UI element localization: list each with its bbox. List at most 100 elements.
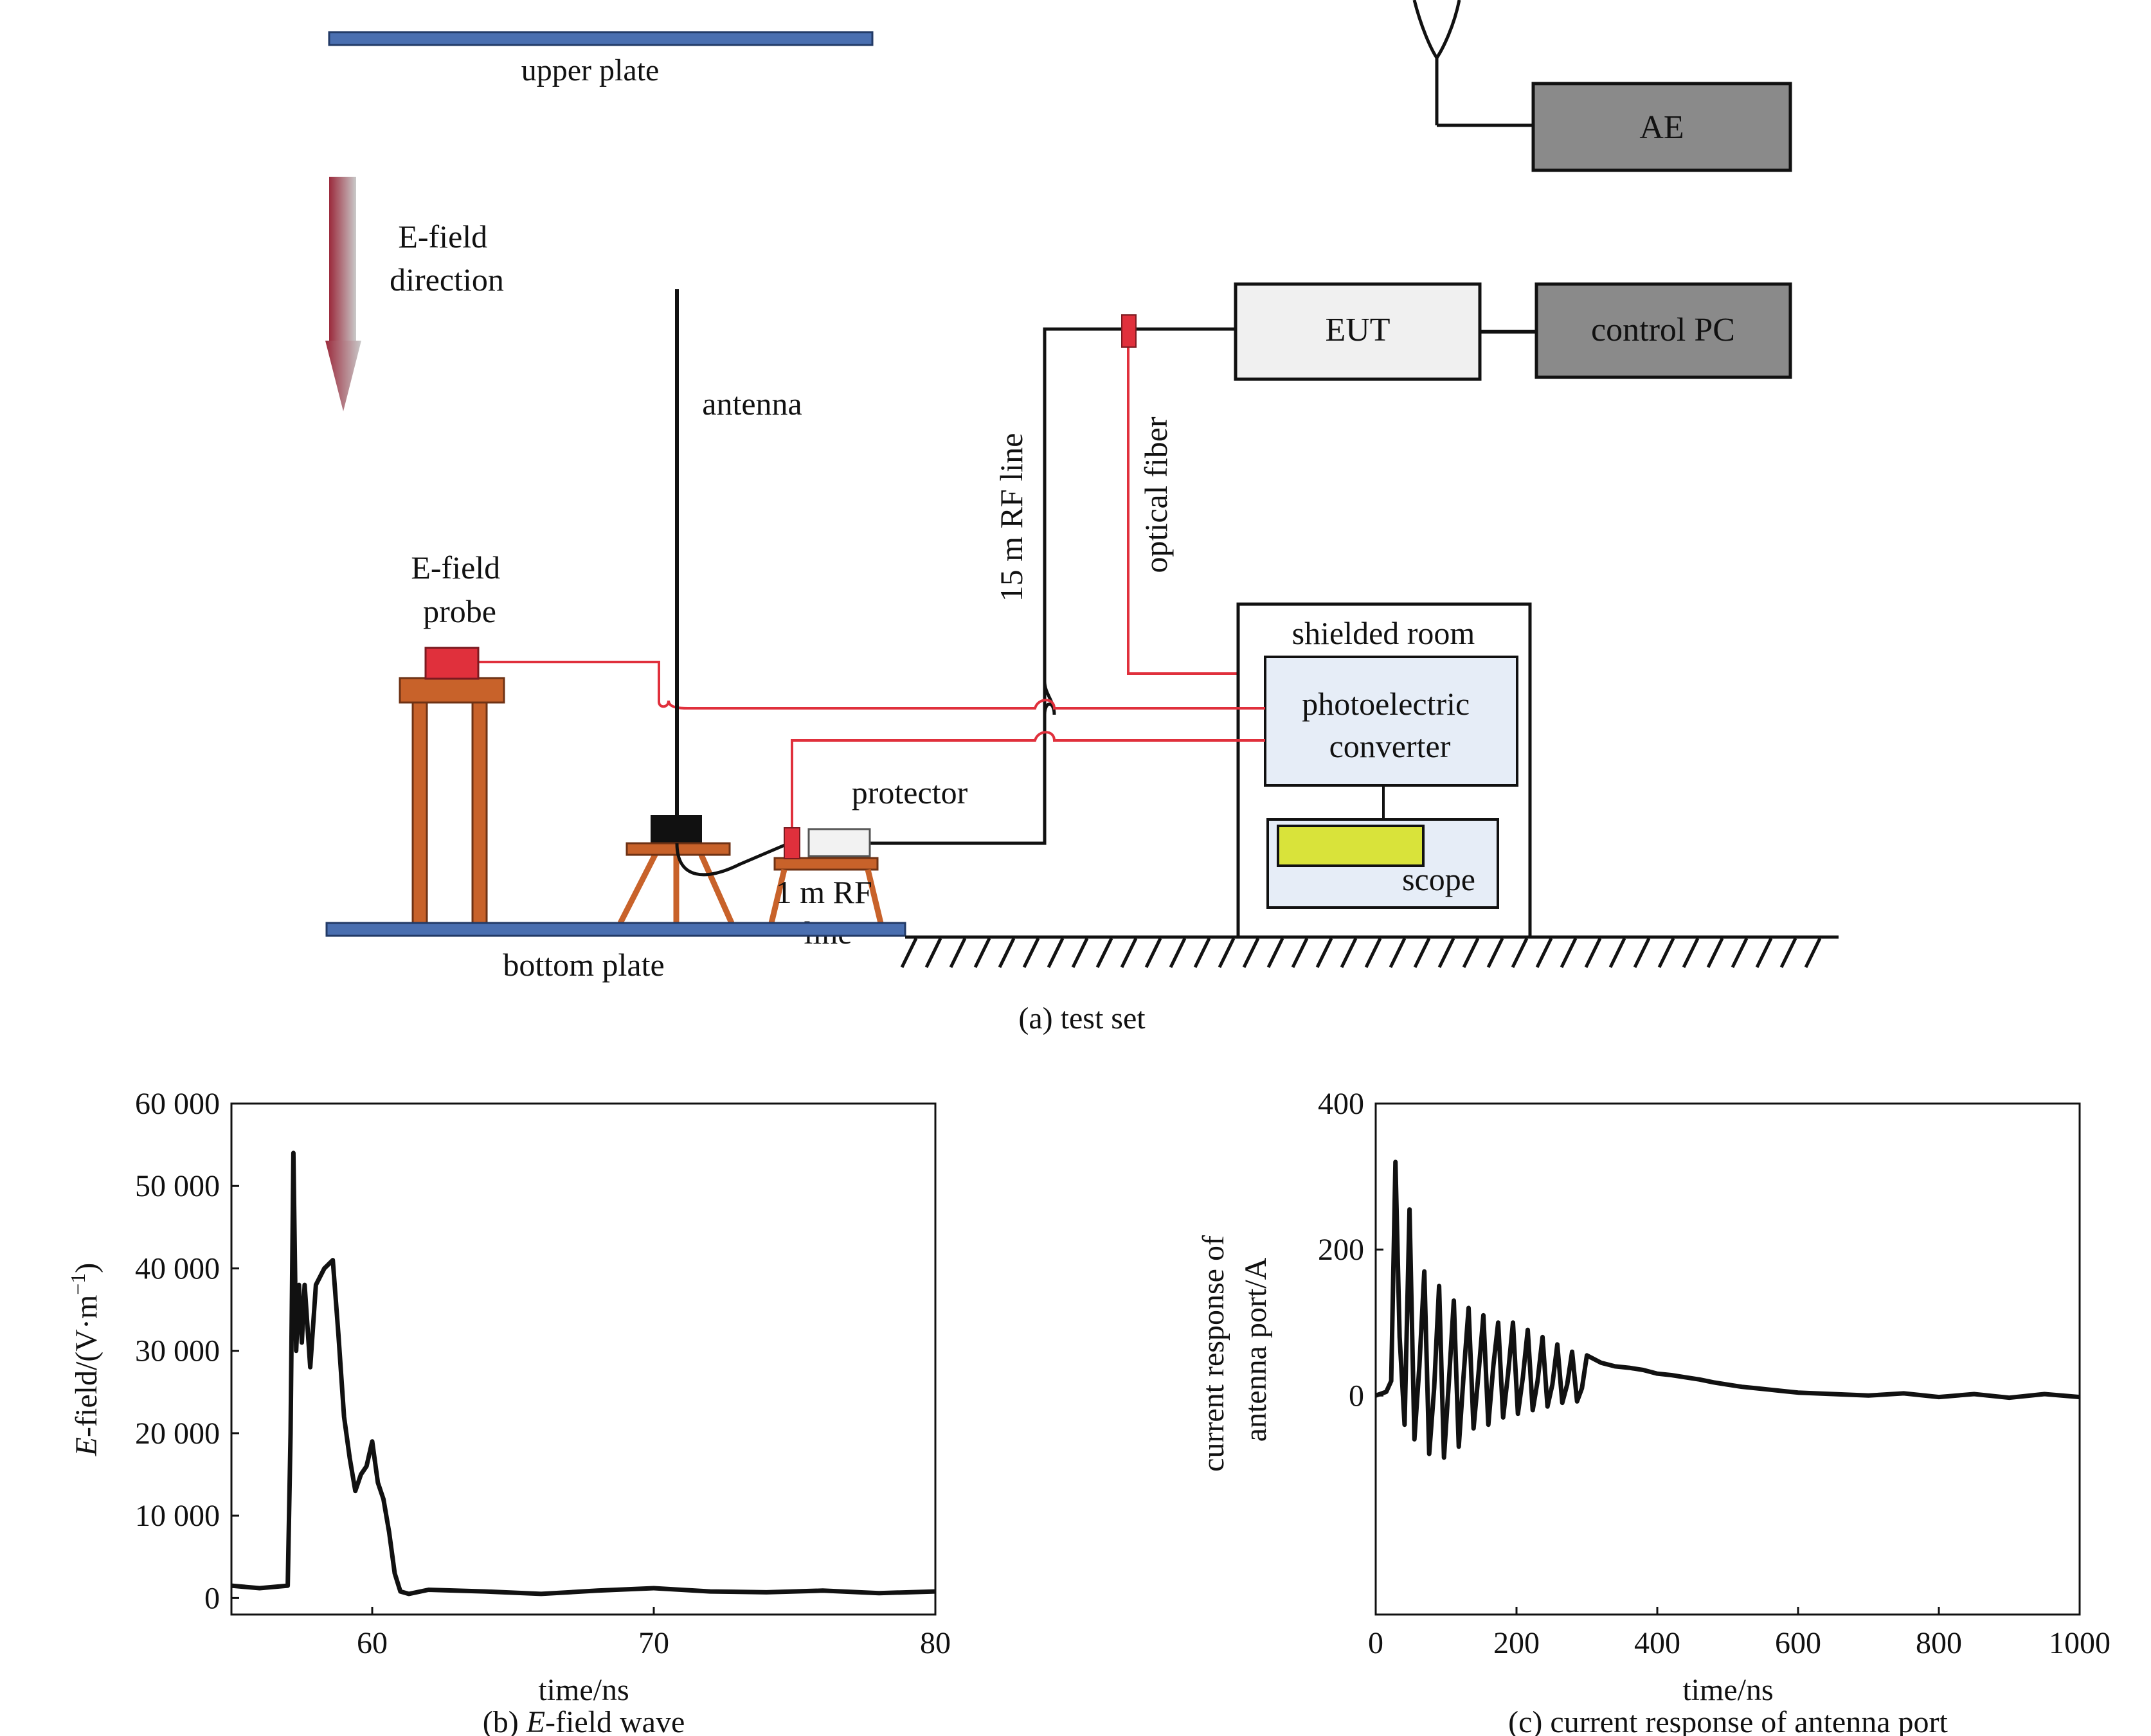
chart-c-xtick-label: 0 bbox=[1368, 1626, 1383, 1660]
ground-hatch-mark bbox=[1022, 937, 1040, 969]
chart-c-ytick-label: 400 bbox=[1318, 1087, 1364, 1121]
scope-screen bbox=[1277, 825, 1425, 867]
upper-plate-label: upper plate bbox=[521, 53, 660, 87]
bottom-plate-label: bottom plate bbox=[503, 947, 664, 983]
ground-hatch-mark bbox=[973, 937, 991, 969]
optical-fiber-label: optical fiber bbox=[1138, 416, 1174, 573]
chart-b-ytick-label: 20 000 bbox=[135, 1417, 220, 1451]
chart-b-frame bbox=[230, 1102, 937, 1616]
ground-hatch-mark bbox=[1535, 937, 1553, 969]
efield-probe-label: E-field probe bbox=[411, 550, 508, 629]
ground-hatch-mark bbox=[1633, 937, 1651, 969]
optical-fiber-line bbox=[1127, 341, 1265, 675]
control-pc-label: control PC bbox=[1591, 312, 1735, 348]
ground-hatch-mark bbox=[1657, 937, 1675, 969]
chart-b-series-line bbox=[231, 1150, 936, 1597]
chart-b-caption: (b) E-field wave bbox=[483, 1705, 685, 1736]
ground-hatch-mark bbox=[1047, 937, 1065, 969]
ground-hatch-mark bbox=[1120, 937, 1138, 969]
ground-hatch-mark bbox=[1193, 937, 1211, 969]
ground-hatch-mark bbox=[1437, 937, 1455, 969]
ground-hatch-mark bbox=[1340, 937, 1358, 969]
chart-b-ytick-label: 40 000 bbox=[135, 1251, 220, 1285]
chart-c-caption: (c) current response of antenna port bbox=[1508, 1705, 1948, 1736]
protector-signal-line bbox=[791, 731, 1265, 829]
ground-hatch-mark bbox=[1755, 937, 1773, 969]
photoelectric-converter-box bbox=[1264, 656, 1518, 787]
ground-hatch-mark bbox=[1486, 937, 1504, 969]
optical-fiber-connector bbox=[1121, 314, 1137, 348]
chart-b-ytick-label: 10 000 bbox=[135, 1499, 220, 1533]
upper-plate bbox=[328, 31, 874, 46]
rf-line-15m-label: 15 m RF line bbox=[993, 433, 1029, 602]
ground-hatch-mark bbox=[1608, 937, 1626, 969]
chart-c-xlabel: time/ns bbox=[1682, 1673, 1773, 1707]
scope-label: scope bbox=[1402, 861, 1475, 897]
ground-hatch-mark bbox=[1706, 937, 1724, 969]
eut-box bbox=[1234, 282, 1482, 381]
ground-hatch-mark bbox=[900, 937, 918, 969]
chart-c-xtick-label: 1000 bbox=[2049, 1626, 2110, 1660]
chart-c-xtick-label: 200 bbox=[1493, 1626, 1540, 1660]
ground-hatch-mark bbox=[1560, 937, 1578, 969]
chart-b-xlabel: time/ns bbox=[538, 1673, 629, 1707]
ground-hatch-mark bbox=[1389, 937, 1407, 969]
efield-probe-table bbox=[399, 677, 505, 924]
chart-b-ytick-label: 50 000 bbox=[135, 1169, 220, 1203]
eut-label: EUT bbox=[1325, 312, 1390, 348]
shielded-room-label: shielded room bbox=[1292, 615, 1475, 651]
efield-direction-arrow-icon bbox=[325, 177, 361, 411]
ground-hatch-mark bbox=[1413, 937, 1431, 969]
chart-c-series-line bbox=[1374, 1159, 2080, 1460]
chart-c-frame bbox=[1374, 1102, 2081, 1616]
ground-hatch-mark bbox=[1291, 937, 1309, 969]
chart-c-xtick-label: 800 bbox=[1916, 1626, 1962, 1660]
ground-hatch-mark bbox=[1169, 937, 1187, 969]
antenna-label: antenna bbox=[702, 386, 802, 422]
ground-hatch-mark bbox=[1095, 937, 1113, 969]
chart-b-ylabel: E-field/(V·m−1) bbox=[66, 1263, 104, 1457]
ground-hatch-mark bbox=[1144, 937, 1162, 969]
ground-hatch-mark bbox=[1462, 937, 1480, 969]
chart-c-ytick-label: 0 bbox=[1349, 1379, 1364, 1413]
probe-signal-line bbox=[479, 661, 1265, 710]
ground-hatch-mark bbox=[924, 937, 942, 969]
chart-c-xtick-label: 600 bbox=[1775, 1626, 1821, 1660]
chart-b-xtick-label: 70 bbox=[638, 1626, 669, 1660]
ground-hatch-mark bbox=[1511, 937, 1529, 969]
rf-line-1m-label: 1 m RF line bbox=[776, 874, 881, 951]
test-set-diagram: upper plate E-field direction AE EUT con… bbox=[325, 0, 1839, 1035]
protector-table bbox=[768, 857, 884, 924]
ground-hatch-mark bbox=[1804, 937, 1822, 969]
efield-direction-label: E-field direction bbox=[390, 219, 504, 298]
rf-line-15m bbox=[869, 327, 1236, 845]
antenna-base bbox=[651, 815, 702, 844]
ground-hatch-mark bbox=[1779, 937, 1797, 969]
photoelectric-converter-label: photoelectric converter bbox=[1302, 686, 1478, 764]
protector-label: protector bbox=[852, 774, 968, 810]
ground-hatch-mark bbox=[1218, 937, 1236, 969]
ground-hatch-mark bbox=[1266, 937, 1284, 969]
ground-hatch-mark bbox=[1071, 937, 1089, 969]
ground-hatch-mark bbox=[1731, 937, 1749, 969]
chart-b-ytick-label: 0 bbox=[204, 1581, 220, 1615]
antenna-tripod bbox=[617, 852, 735, 925]
efield-probe-box bbox=[424, 647, 480, 680]
ground-hatch-mark bbox=[1242, 937, 1260, 969]
chart-b-ytick-label: 30 000 bbox=[135, 1334, 220, 1368]
ae-box bbox=[1531, 82, 1792, 172]
ground-hatch-mark bbox=[1682, 937, 1700, 969]
rf-line-1m bbox=[675, 840, 793, 877]
ground-hatch-mark bbox=[949, 937, 967, 969]
chart-c-ylabel: current response of antenna port/A bbox=[1196, 1228, 1273, 1472]
chart-c-ytick-label: 200 bbox=[1318, 1233, 1364, 1267]
ground-hatch-mark bbox=[998, 937, 1016, 969]
ground-hatch-mark bbox=[1364, 937, 1382, 969]
ground-hatch-mark bbox=[1584, 937, 1602, 969]
control-pc-box bbox=[1534, 282, 1792, 379]
